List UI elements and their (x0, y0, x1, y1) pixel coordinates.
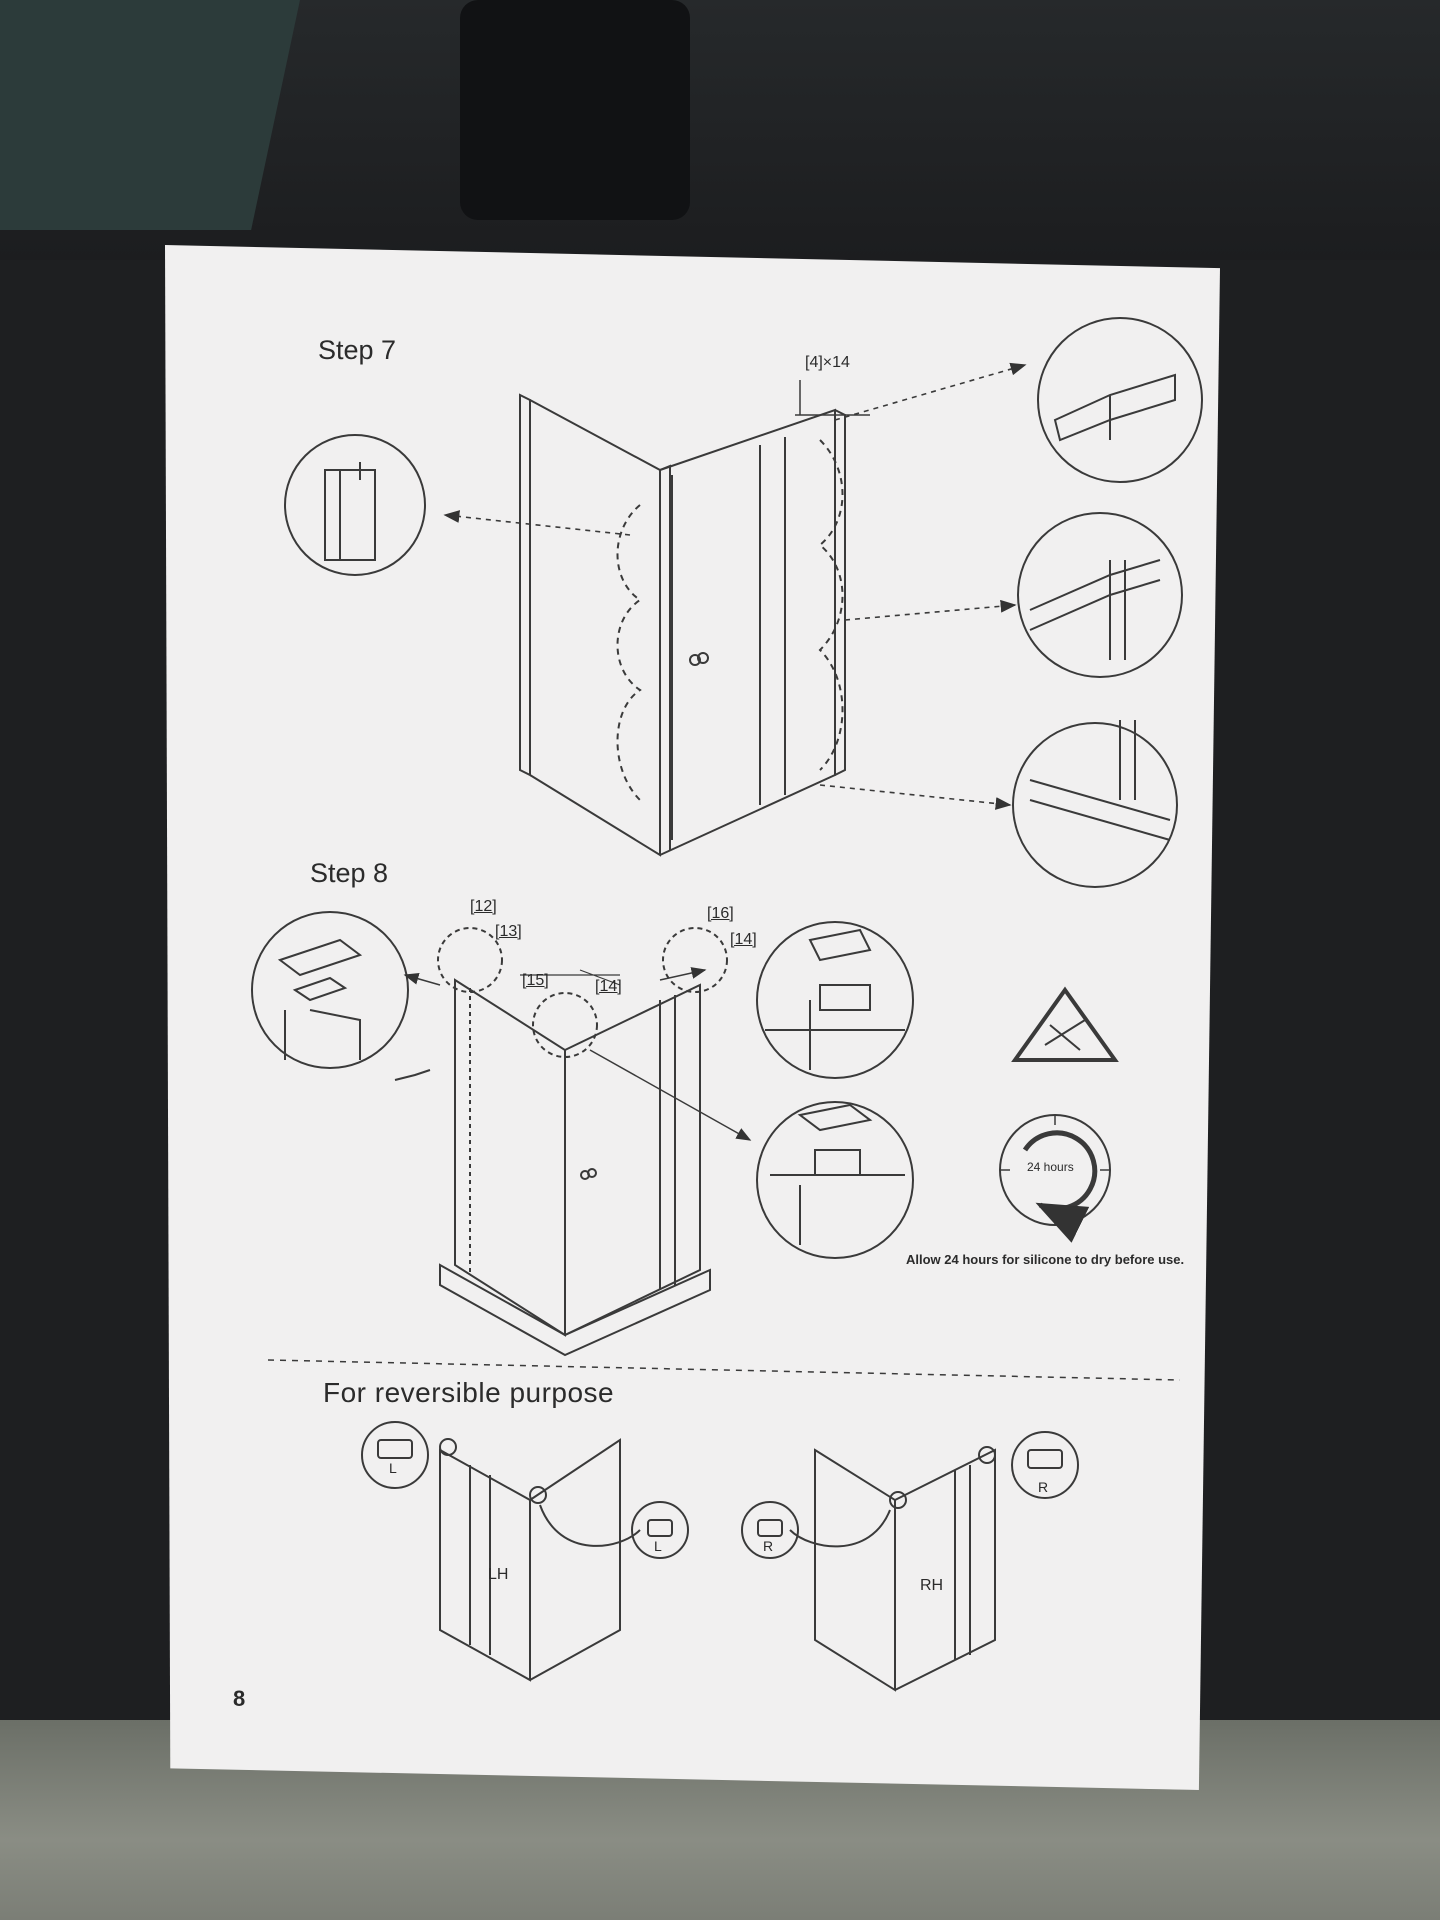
detail-circle-corner-cap (756, 921, 914, 1079)
left-hand-enclosure (439, 1438, 641, 1682)
right-badge: R (1038, 1479, 1049, 1495)
detail-circle-middle (1017, 512, 1183, 678)
part-label-13: [13] (495, 923, 522, 940)
page-number: 8 (233, 1686, 246, 1711)
part-label-15: [15] (522, 972, 549, 989)
part-callout-4x14: [4]×14 (805, 354, 850, 371)
reversible-title: For reversible purpose (323, 1377, 615, 1408)
detail-circle-bottom (1012, 722, 1178, 888)
silicone-dry-note: Allow 24 hours for silicone to dry befor… (906, 1252, 1185, 1267)
section-divider (267, 1359, 1181, 1381)
part-label-12: [12] (470, 898, 497, 915)
step7-title: Step 7 (318, 335, 397, 365)
detail-circle-top (1037, 317, 1203, 483)
step7-enclosure-drawing (519, 393, 846, 857)
right-hand-enclosure (789, 1446, 996, 1692)
right-hand-label: RH (920, 1577, 944, 1594)
left-badge: L (389, 1460, 397, 1476)
part-label-16: [16] (707, 905, 734, 922)
dark-object (460, 0, 690, 220)
right-small-badge: R (763, 1538, 774, 1554)
detail-circle-silicone (756, 1101, 914, 1259)
detail-circle-hinge (284, 434, 426, 576)
warning-triangle-icon (1011, 986, 1119, 1062)
part-label-14-right: [14] (730, 931, 757, 948)
part-label-14-center: [14] (595, 978, 622, 995)
detail-circle-top-cap (251, 911, 409, 1069)
timer-label: 24 hours (1027, 1160, 1074, 1174)
step8-enclosure-drawing (394, 978, 711, 1357)
step8-title: Step 8 (310, 858, 389, 888)
left-hand-label: LH (488, 1566, 509, 1583)
left-small-badge: L (654, 1538, 662, 1554)
